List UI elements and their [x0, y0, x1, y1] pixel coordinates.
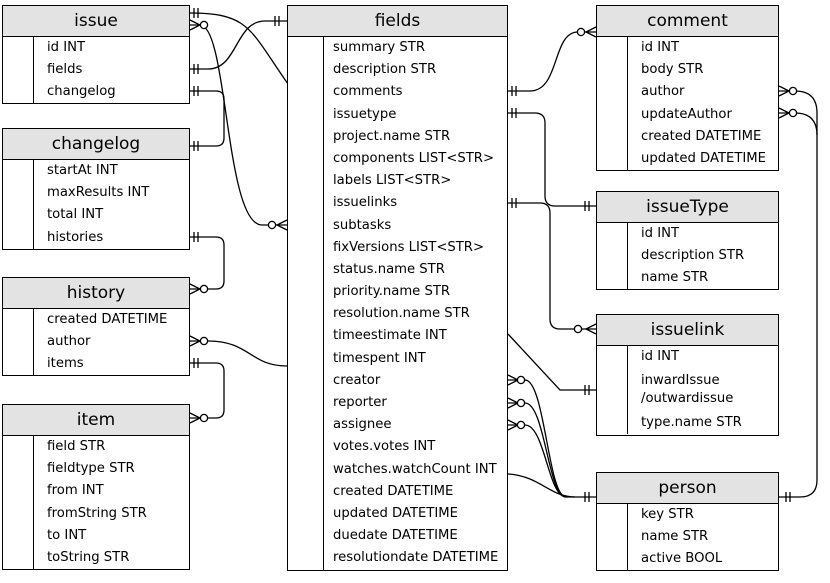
- entity-field: items: [47, 356, 84, 372]
- entity-history: history created DATETIME author items: [2, 277, 190, 376]
- entity-field: components LIST<STR>: [333, 150, 495, 166]
- entity-field: resolutiondate DATETIME: [333, 550, 499, 566]
- entity-field: inwardIssue /outwardissue: [641, 373, 734, 407]
- edge-fields-inwardissue: [507, 333, 596, 395]
- entity-item: item field STR fieldtype STR from INT fr…: [2, 404, 190, 570]
- entity-title: issuelink: [597, 315, 778, 346]
- entity-field: maxResults INT: [47, 185, 150, 201]
- entity-field: name STR: [641, 270, 709, 286]
- entity-field: resolution.name STR: [333, 306, 470, 322]
- entity-field: creator: [333, 372, 381, 388]
- entity-field: subtasks: [333, 217, 392, 233]
- entity-title: item: [3, 405, 189, 436]
- entity-field: fieldtype STR: [47, 461, 135, 477]
- entity-field: status.name STR: [333, 261, 445, 277]
- entity-issuetype: issueType id INT description STR name ST…: [596, 191, 779, 290]
- entity-field: labels LIST<STR>: [333, 173, 452, 189]
- entity-field: histories: [47, 229, 104, 245]
- entity-changelog: changelog startAt INT maxResults INT tot…: [2, 128, 190, 250]
- entity-issuelink: issuelink id INT inwardIssue /outwardiss…: [596, 314, 779, 436]
- entity-field: id INT: [641, 40, 680, 55]
- entity-title: issue: [3, 6, 189, 37]
- edge-history-item: [189, 358, 225, 424]
- entity-field: id INT: [47, 40, 86, 55]
- edge-issue-fields: [190, 16, 287, 74]
- entity-fields: fields summary STR description STR comme…: [287, 5, 508, 571]
- entity-field: timespent INT: [333, 350, 426, 366]
- entity-field: field STR: [47, 439, 106, 454]
- entity-field: updated DATETIME: [333, 505, 458, 521]
- entity-field: created DATETIME: [641, 128, 762, 144]
- entity-field: summary STR: [333, 40, 426, 55]
- entity-field: toString STR: [47, 549, 130, 565]
- edge-issue-fields-many: [189, 8, 289, 85]
- entity-field: type.name STR: [641, 415, 742, 431]
- entity-field: reporter: [333, 395, 387, 410]
- entity-comment: comment id INT body STR author updateAut…: [596, 5, 779, 171]
- entity-field: total INT: [47, 207, 104, 223]
- entity-issue: issue id INT fields changelog: [2, 5, 190, 104]
- entity-field: created DATETIME: [333, 483, 454, 499]
- entity-field: description STR: [641, 248, 745, 264]
- entity-field: to INT: [47, 527, 87, 543]
- entity-title: person: [597, 473, 778, 504]
- entity-field: fields: [47, 62, 83, 78]
- edge-history-author: [189, 335, 288, 367]
- entity-field: description STR: [333, 62, 437, 78]
- entity-field: priority.name STR: [333, 284, 451, 300]
- entity-field: id INT: [641, 226, 680, 241]
- entity-field: author: [47, 334, 91, 350]
- entity-title: issueType: [597, 192, 778, 223]
- entity-field: issuetype: [333, 106, 397, 122]
- edge-issue-changelog: [190, 86, 225, 151]
- entity-field: key STR: [641, 507, 694, 522]
- entity-field: fixVersions LIST<STR>: [333, 239, 485, 255]
- entity-field: comments: [333, 84, 403, 100]
- entity-title: changelog: [3, 129, 189, 160]
- entity-field: updateAuthor: [641, 106, 732, 122]
- entity-field: fromString STR: [47, 505, 147, 521]
- edge-fields-issuelink: [508, 198, 597, 335]
- entity-person: person key STR name STR active BOOL: [596, 472, 779, 571]
- entity-field: id INT: [641, 349, 680, 364]
- entity-field: from INT: [47, 483, 104, 499]
- entity-field: votes.votes INT: [333, 439, 436, 455]
- entity-field: assignee: [333, 417, 392, 433]
- entity-field: watches.watchCount INT: [333, 461, 497, 477]
- entity-field: timeestimate INT: [333, 328, 447, 344]
- entity-field: issuelinks: [333, 195, 398, 211]
- entity-field: active BOOL: [641, 551, 723, 567]
- edge-fields-person: [507, 374, 596, 502]
- entity-field: project.name STR: [333, 128, 451, 144]
- edge-changelog-history: [189, 232, 225, 295]
- entity-field: name STR: [641, 529, 709, 545]
- entity-field: body STR: [641, 62, 704, 78]
- entity-field: startAt INT: [47, 163, 118, 178]
- entity-field: created DATETIME: [47, 312, 168, 327]
- entity-field: changelog: [47, 84, 116, 100]
- entity-title: history: [3, 278, 189, 309]
- edge-issue-subtasks: [189, 19, 288, 231]
- entity-title: comment: [597, 6, 778, 37]
- entity-title: fields: [288, 6, 507, 37]
- entity-field: duedate DATETIME: [333, 528, 458, 544]
- entity-field: updated DATETIME: [641, 150, 766, 166]
- edge-fields-issuetype: [508, 108, 596, 211]
- edge-comment-person: [778, 85, 818, 502]
- edge-fields-comment: [508, 26, 597, 96]
- entity-field: author: [641, 84, 685, 100]
